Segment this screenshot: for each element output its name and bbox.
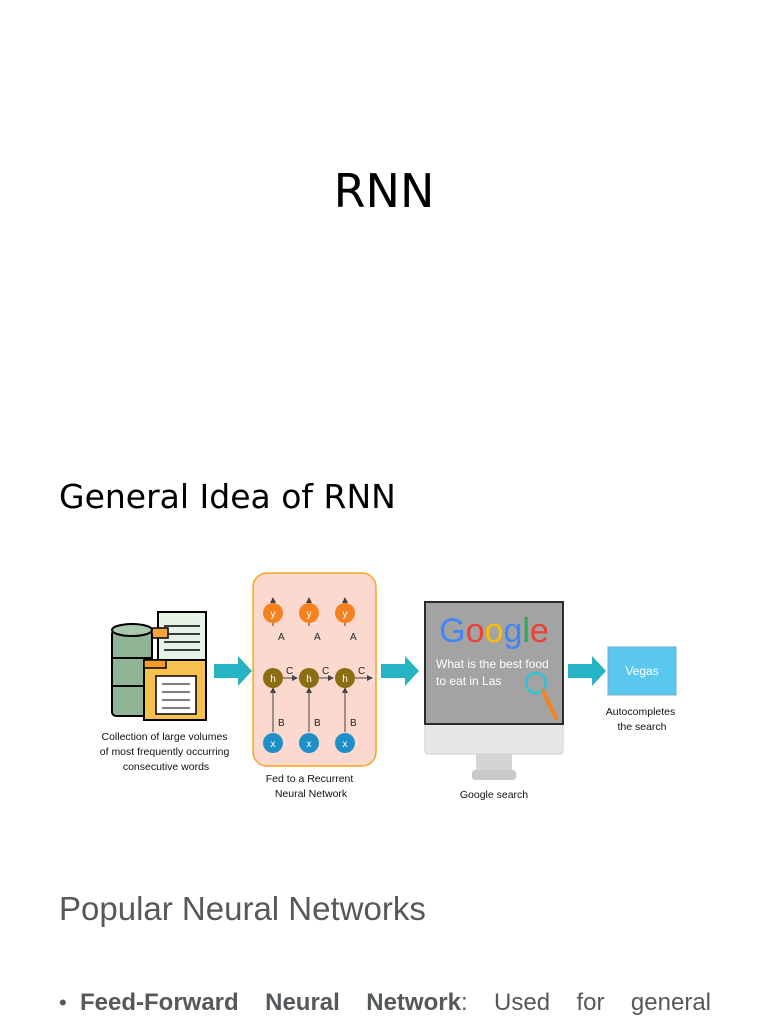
svg-text:y: y xyxy=(307,609,312,620)
svg-text:x: x xyxy=(343,739,348,750)
hidden-node: h xyxy=(263,668,283,688)
step2-caption: Fed to a Recurrent Neural Network xyxy=(266,773,356,800)
svg-text:y: y xyxy=(343,609,348,620)
svg-text:h: h xyxy=(342,674,348,685)
result-box xyxy=(607,646,677,696)
database-documents-icon xyxy=(111,611,207,721)
svg-text:h: h xyxy=(270,674,276,685)
output-node: y xyxy=(299,603,319,623)
page-title: RNN xyxy=(333,164,435,218)
svg-text:y: y xyxy=(271,609,276,620)
svg-text:x: x xyxy=(307,739,312,750)
bullet-dot-icon: • xyxy=(59,990,67,1015)
edge-label-c: C xyxy=(286,666,293,677)
svg-text:x: x xyxy=(271,739,276,750)
monitor-icon xyxy=(424,601,564,780)
output-node: y xyxy=(263,603,283,623)
input-node: x xyxy=(335,733,355,753)
rnn-process-diagram: Collection of large volumes of most freq… xyxy=(100,572,678,801)
edge-label-c: C xyxy=(322,666,329,677)
rnn-network: A A A B B B C C C y y y h h h x x x xyxy=(263,597,373,753)
hidden-node: h xyxy=(299,668,319,688)
list-item: • Feed-Forward Neural Network: Used for g… xyxy=(59,984,711,1022)
result-text: Vegas xyxy=(625,664,658,678)
edge-label-b: B xyxy=(350,718,357,729)
edge-label-a: A xyxy=(278,632,285,643)
bullet-list: • Feed-Forward Neural Network: Used for g… xyxy=(59,984,711,1022)
step4-caption: Autocompletes the search xyxy=(606,706,678,733)
svg-text:h: h xyxy=(306,674,312,685)
flow-arrow xyxy=(568,656,606,686)
input-node: x xyxy=(263,733,283,753)
search-query: What is the best food to eat in Las xyxy=(436,657,552,688)
flow-arrow xyxy=(214,656,252,686)
bullet-text: : Used for general xyxy=(460,989,711,1016)
step3-caption: Google search xyxy=(460,789,528,801)
hidden-node: h xyxy=(335,668,355,688)
output-node: y xyxy=(335,603,355,623)
edge-label-b: B xyxy=(314,718,321,729)
bullet-term: Feed-Forward Neural Network xyxy=(80,989,461,1016)
google-logo: Google xyxy=(439,612,549,650)
subheading: Popular Neural Networks xyxy=(59,890,426,927)
input-node: x xyxy=(299,733,319,753)
magnifier-icon xyxy=(524,671,558,720)
flow-arrow xyxy=(381,656,419,686)
edge-label-a: A xyxy=(350,632,357,643)
edge-label-c: C xyxy=(358,666,365,677)
edge-label-b: B xyxy=(278,718,285,729)
step1-caption: Collection of large volumes of most freq… xyxy=(100,731,232,773)
edge-label-a: A xyxy=(314,632,321,643)
section-heading: General Idea of RNN xyxy=(59,477,396,516)
